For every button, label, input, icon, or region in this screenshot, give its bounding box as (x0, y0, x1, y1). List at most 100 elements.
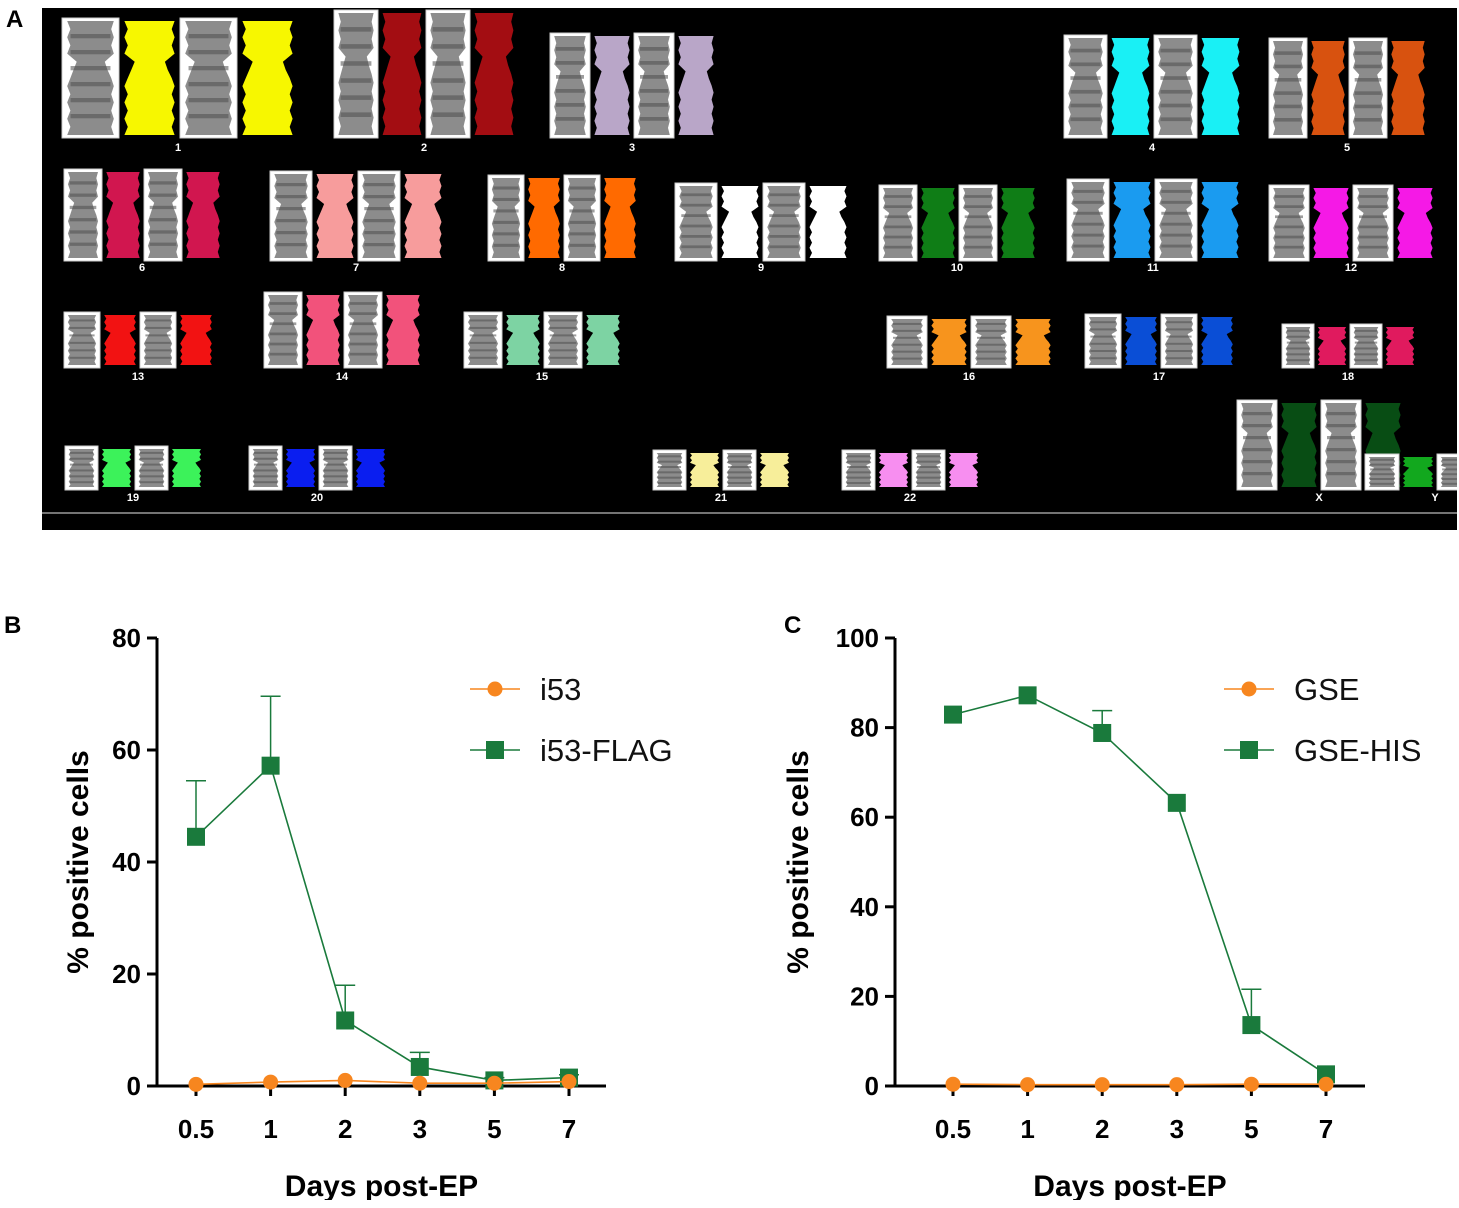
legend-label: GSE (1294, 672, 1359, 707)
chromosome-band (432, 44, 464, 49)
chromosome-band (769, 193, 799, 197)
chromosome-band (269, 322, 297, 326)
chromosome-gray (148, 172, 178, 258)
data-point (944, 705, 962, 724)
chromosome-pair-2: 2 (333, 9, 514, 154)
chromosome-band (1161, 233, 1191, 237)
chromosome-band (323, 469, 348, 472)
chromosome-gray (1273, 41, 1303, 135)
chromosome-band (253, 451, 278, 454)
legend-item-gse: GSE (1224, 672, 1359, 707)
series-i53-flag (186, 695, 579, 1090)
chromosome-band (681, 224, 711, 228)
chromosome-band (1166, 350, 1192, 352)
chromosome-band (1243, 472, 1271, 476)
chromosome-band (69, 481, 94, 484)
chromosome-band (846, 471, 871, 474)
chromosome-label: 19 (127, 492, 139, 504)
chromosome-gray (1368, 457, 1396, 487)
chromosome-band (145, 341, 171, 344)
data-point (263, 1074, 279, 1090)
data-point (1242, 1016, 1261, 1035)
y-tick-label: 60 (112, 735, 141, 765)
chromosome-band (269, 312, 297, 315)
chromosome-label: 18 (1342, 371, 1354, 383)
chromosome-band (149, 218, 177, 222)
chromosome-band (340, 61, 372, 66)
chromosome-band (70, 34, 111, 39)
chromosome-pair-21: 21 (652, 449, 789, 504)
chromosome-band (1274, 91, 1302, 95)
chromosome-band (145, 349, 171, 352)
chromosome-painted (809, 186, 847, 258)
chromosome-band (1359, 235, 1387, 239)
chromosome-band (569, 186, 595, 190)
chromosome-label: X (1315, 492, 1323, 504)
chromosome-band (432, 27, 464, 32)
chromosome-band (569, 232, 595, 236)
chromosome-label: 6 (139, 262, 145, 274)
chromosome-band (640, 89, 668, 93)
chromosome-painted (474, 13, 514, 135)
chromosome-gray (67, 21, 114, 135)
chromosome-band (916, 466, 941, 468)
data-point (337, 1072, 353, 1088)
chromosome-band (188, 82, 229, 87)
chromosome-band (145, 319, 171, 322)
legend-marker (487, 681, 503, 697)
chromosome-band (1166, 321, 1192, 324)
chromosome-band (469, 319, 497, 322)
data-point (1020, 1077, 1036, 1093)
chromosome-band (884, 235, 912, 239)
chromosome-band (1286, 359, 1310, 362)
chromosome-band (1354, 78, 1382, 82)
chromosome-gray (1440, 457, 1457, 487)
chromosome-band (145, 334, 171, 337)
chromosome-band (469, 349, 497, 352)
chromosome-label: 13 (132, 371, 144, 383)
chromosome-pair-14: 14 (263, 291, 420, 383)
series-gse-his (944, 686, 1335, 1084)
chromosome-band (549, 334, 577, 337)
chromosome-painted (316, 174, 354, 258)
chromosome-label: 7 (353, 262, 359, 274)
chromosome-band (977, 336, 1005, 339)
chromosome-band (69, 457, 94, 460)
legend-marker (1240, 741, 1258, 759)
chromosome-gray (845, 453, 872, 487)
chromosome-band (432, 61, 464, 66)
chromosome-band (1354, 329, 1378, 332)
chromosome-painted (386, 295, 420, 365)
chromosome-band (253, 475, 278, 478)
chromosome-band (1275, 215, 1303, 219)
chromosome-label: 3 (629, 142, 635, 154)
chromosome-band (139, 469, 164, 472)
chromosome-band (1442, 482, 1457, 485)
chromosome-band (884, 225, 912, 229)
chromosome-band (269, 332, 297, 336)
chromosome-painted (172, 449, 201, 487)
chromosome-gray (656, 453, 683, 487)
chromosome-band (69, 341, 95, 344)
data-point (410, 1057, 429, 1076)
chromosome-band (139, 481, 164, 484)
chromosome-band (1160, 89, 1191, 94)
x-tick-label: 2 (338, 1114, 352, 1144)
chromosome-band (1327, 448, 1355, 452)
chromosome-band (149, 193, 177, 197)
chromosome-band (893, 329, 921, 332)
chromosome-pair-19: 19 (64, 445, 201, 504)
chromosome-band (1090, 350, 1116, 352)
series-line (195, 1079, 570, 1086)
y-tick-label: 40 (112, 847, 141, 877)
x-tick-label: 5 (487, 1114, 501, 1144)
chromosome-band (1354, 335, 1378, 338)
x-tick-label: 0.5 (935, 1114, 971, 1144)
chromosome-band (69, 230, 97, 234)
chromosome-band (253, 469, 278, 472)
chromosome-band (1327, 472, 1355, 476)
chromosome-band (364, 219, 394, 223)
chromosome-band (253, 463, 278, 466)
data-point (561, 1074, 577, 1090)
chromosome-band (69, 205, 97, 210)
